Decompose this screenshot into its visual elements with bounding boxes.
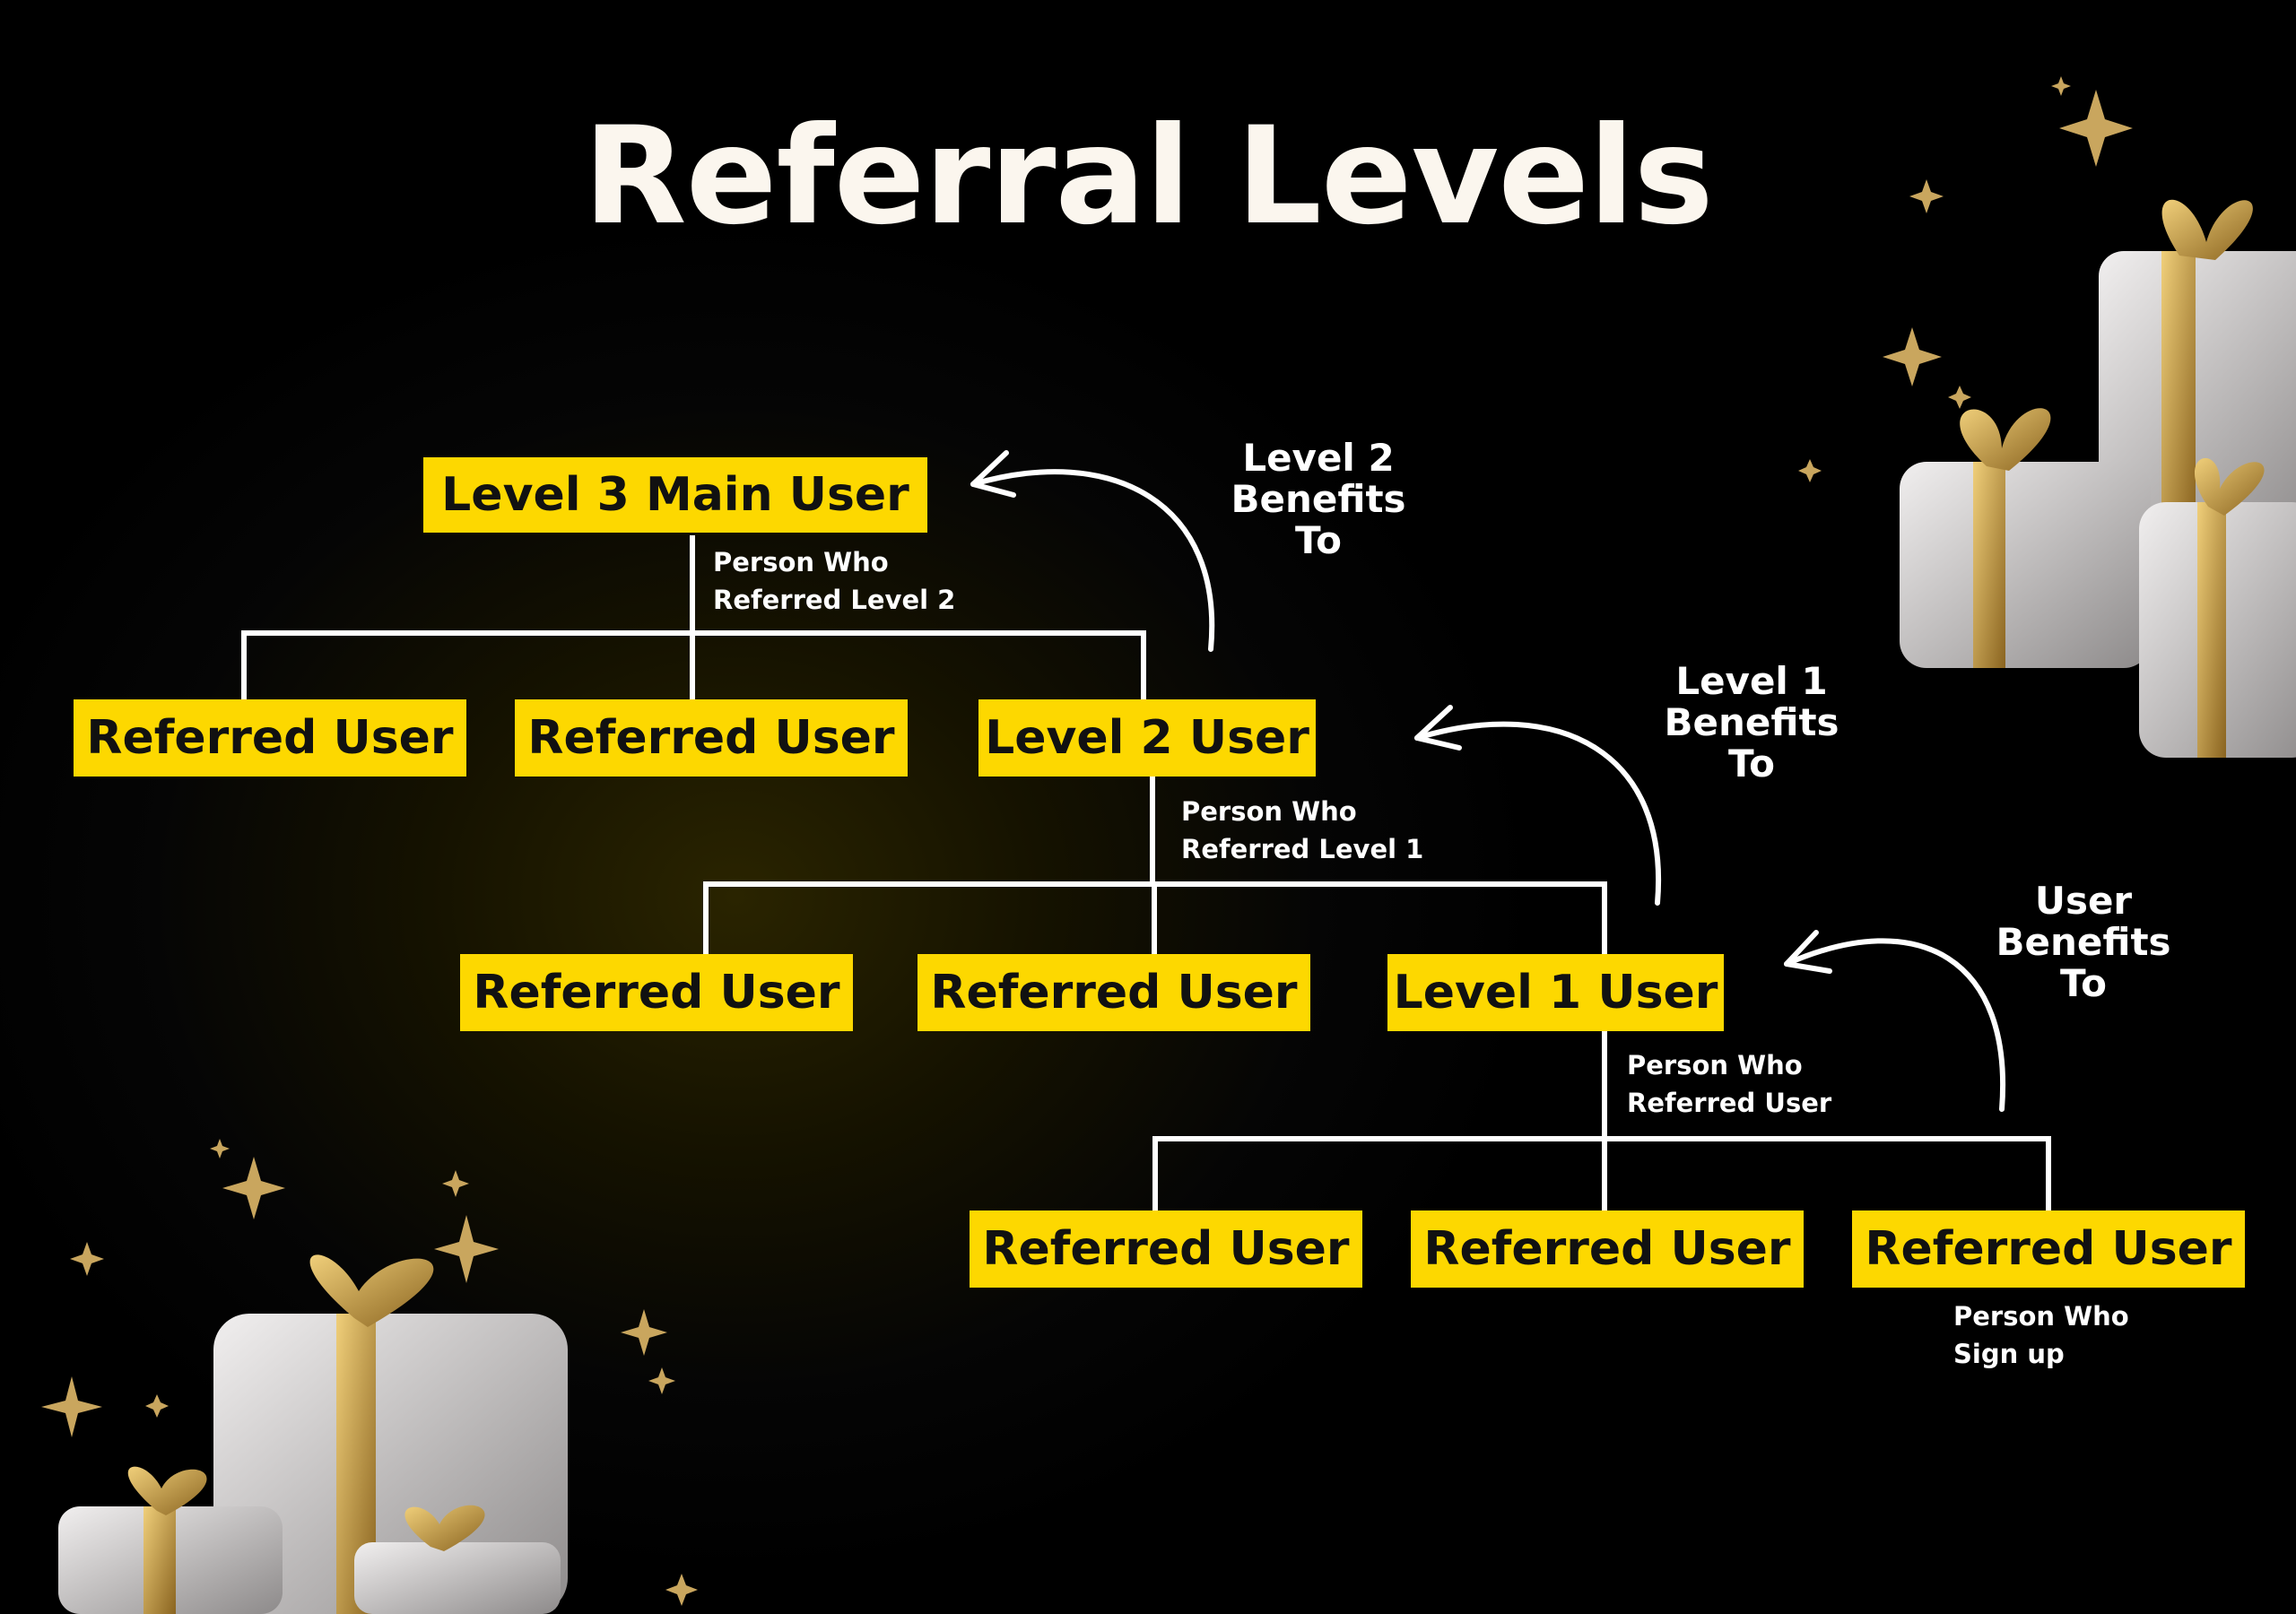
level2-note: Person Who Referred Level 1 [1181, 793, 1423, 868]
referred-user-box: Referred User [74, 699, 466, 777]
user-benefits-label: User Benefits To [1958, 881, 2209, 1004]
referred-user-box: Referred User [1411, 1210, 1804, 1288]
note-line: Referred User [1627, 1088, 1832, 1118]
note-line: Person Who [1953, 1301, 2129, 1332]
arrow-user-benefits [1784, 930, 2006, 1112]
level1-note: Person Who Referred User [1627, 1046, 1831, 1122]
benefit-line: Benefits [1231, 477, 1406, 521]
benefit-line: Level 1 [1675, 659, 1828, 703]
benefit-line: Benefits [1996, 920, 2171, 964]
gift-box-icon [58, 1254, 568, 1614]
level3-tree-lines [241, 535, 1146, 702]
gift-box-icon [1900, 199, 2296, 758]
level1-tree-lines [1152, 1028, 2051, 1213]
benefit-line: Benefits [1664, 700, 1839, 744]
note-line: Person Who [1627, 1050, 1803, 1080]
note-line: Referred Level 2 [713, 585, 956, 615]
referred-user-box: Referred User [918, 954, 1310, 1031]
benefit-line: To [2060, 961, 2107, 1005]
benefit-line: To [1728, 742, 1775, 785]
referred-user-box: Referred User [460, 954, 853, 1031]
level1-benefits-label: Level 1 Benefits To [1626, 661, 1877, 785]
benefit-line: To [1295, 518, 1342, 562]
arrow-level1-benefits [1414, 705, 1662, 906]
note-line: Person Who [1181, 796, 1357, 827]
sparkle-star-icon [41, 76, 2133, 1606]
level3-note: Person Who Referred Level 2 [713, 543, 955, 619]
benefit-line: User [2034, 879, 2133, 923]
level2-user-box: Level 2 User [978, 699, 1316, 777]
level2-benefits-label: Level 2 Benefits To [1193, 438, 1444, 561]
benefit-line: Level 2 [1242, 436, 1395, 480]
referred-user-box: Referred User [970, 1210, 1362, 1288]
note-line: Person Who [713, 547, 889, 577]
level3-main-user-box: Level 3 Main User [423, 457, 927, 533]
referred-user-box: Referred User [1852, 1210, 2245, 1288]
level2-tree-lines [703, 774, 1607, 957]
note-line: Sign up [1953, 1339, 2065, 1369]
signup-note: Person Who Sign up [1953, 1297, 2129, 1373]
level1-user-box: Level 1 User [1387, 954, 1724, 1031]
note-line: Referred Level 1 [1181, 834, 1424, 864]
arrow-level2-benefits [970, 450, 1215, 652]
page-title: Referral Levels [583, 99, 1714, 255]
referred-user-box: Referred User [515, 699, 908, 777]
